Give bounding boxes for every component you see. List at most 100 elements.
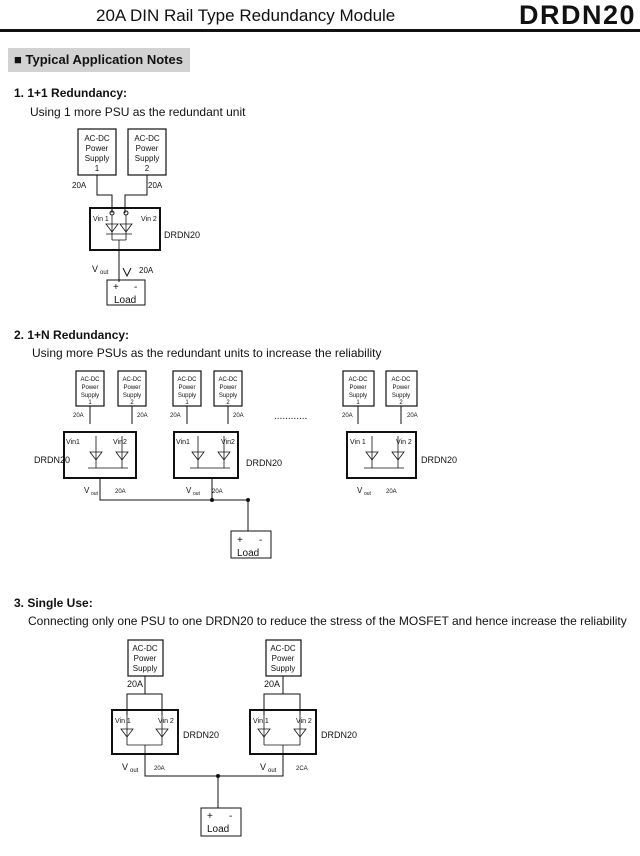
module-1-current: 20A <box>139 266 154 275</box>
svg-text:20A: 20A <box>386 489 397 495</box>
svg-text:AC-DC: AC-DC <box>349 377 369 383</box>
svg-text:-: - <box>259 535 262 546</box>
svg-text:20A: 20A <box>233 413 244 419</box>
svg-text:2: 2 <box>399 400 403 406</box>
svg-text:AC-DC: AC-DC <box>134 134 160 143</box>
svg-text:V: V <box>260 762 266 772</box>
svg-text:1: 1 <box>185 400 189 406</box>
svg-text:-: - <box>134 282 137 293</box>
load-box-2: + - Load <box>230 530 272 559</box>
svg-text:1: 1 <box>95 164 100 173</box>
svg-text:DRDN20: DRDN20 <box>34 455 70 465</box>
svg-text:+: + <box>237 535 243 546</box>
svg-text:Supply: Supply <box>178 393 196 399</box>
svg-text:V: V <box>122 762 128 772</box>
svg-text:DRDN20: DRDN20 <box>246 458 282 468</box>
svg-text:20A: 20A <box>212 489 223 495</box>
load-box-1: + - Load <box>106 279 146 306</box>
header-rule <box>0 29 640 32</box>
svg-text:Supply: Supply <box>123 393 141 399</box>
svg-text:DRDN20: DRDN20 <box>183 730 219 740</box>
module-1-vout: V <box>92 264 98 274</box>
svg-text:out: out <box>268 768 277 774</box>
svg-text:Supply: Supply <box>271 664 295 673</box>
psu-2-current: 20A <box>148 181 163 190</box>
svg-text:Power: Power <box>136 144 159 153</box>
more-units-ellipsis: ............ <box>274 411 307 422</box>
svg-text:Load: Load <box>114 295 136 306</box>
svg-text:20A: 20A <box>170 413 181 419</box>
load-box-3: + - Load <box>200 807 242 837</box>
square-bullet-icon: ■ <box>14 52 22 67</box>
module-1-label: DRDN20 <box>164 230 200 240</box>
model-number: DRDN20 <box>518 0 636 30</box>
svg-text:Vin 1: Vin 1 <box>253 718 269 725</box>
svg-text:Supply: Supply <box>85 154 109 163</box>
svg-text:20A: 20A <box>407 413 418 419</box>
item-1-heading: 1. 1+1 Redundancy: <box>14 86 128 100</box>
svg-text:Power: Power <box>81 385 98 391</box>
svg-text:out: out <box>193 491 201 497</box>
svg-text:Vin1: Vin1 <box>66 439 80 446</box>
svg-text:Vin 1: Vin 1 <box>93 216 109 223</box>
single-unit-right: AC-DC Power Supply 20A Vin 1 Vin 2 DRDN2… <box>249 639 357 774</box>
svg-text:Power: Power <box>392 385 409 391</box>
svg-text:out: out <box>364 491 372 497</box>
svg-text:20A: 20A <box>115 489 126 495</box>
datasheet-title: 20A DIN Rail Type Redundancy Module <box>96 6 396 25</box>
svg-text:AC-DC: AC-DC <box>84 134 110 143</box>
svg-text:20A: 20A <box>137 413 148 419</box>
svg-text:V: V <box>186 486 192 495</box>
svg-text:2: 2 <box>130 400 134 406</box>
svg-text:Vin 2: Vin 2 <box>158 718 174 725</box>
svg-text:Power: Power <box>349 385 366 391</box>
svg-text:Supply: Supply <box>81 393 99 399</box>
svg-text:Vin 1: Vin 1 <box>350 439 366 446</box>
svg-text:AC-DC: AC-DC <box>132 644 158 653</box>
svg-text:Power: Power <box>86 144 109 153</box>
svg-text:20A: 20A <box>264 679 280 689</box>
svg-text:Power: Power <box>272 654 295 663</box>
svg-text:Supply: Supply <box>133 664 157 673</box>
svg-text:20A: 20A <box>342 413 353 419</box>
svg-text:Power: Power <box>219 385 236 391</box>
svg-text:AC-DC: AC-DC <box>178 377 198 383</box>
svg-text:20A: 20A <box>127 679 143 689</box>
svg-text:20A: 20A <box>73 413 84 419</box>
svg-text:DRDN20: DRDN20 <box>321 730 357 740</box>
svg-text:Power: Power <box>178 385 195 391</box>
svg-text:V: V <box>357 486 363 495</box>
section-heading-bar <box>8 48 190 72</box>
svg-text:Supply: Supply <box>219 393 237 399</box>
svg-text:1: 1 <box>356 400 360 406</box>
svg-text:AC-DC: AC-DC <box>392 377 412 383</box>
svg-text:Vin1: Vin1 <box>176 439 190 446</box>
item-2-heading: 2. 1+N Redundancy: <box>14 328 130 342</box>
redundancy-module-1: Vin 1 Vin 2 <box>89 207 161 251</box>
svg-text:2: 2 <box>145 164 150 173</box>
single-unit-left: AC-DC Power Supply 20A Vin 1 Vin 2 DRDN2… <box>111 639 219 774</box>
svg-text:Vin 2: Vin 2 <box>396 439 412 446</box>
psu-pair-b: AC-DC Power Supply 1 AC-DC Power Supply … <box>170 370 282 497</box>
svg-text:+: + <box>207 811 213 822</box>
svg-text:out: out <box>91 491 99 497</box>
svg-text:20A: 20A <box>154 766 165 772</box>
psu-pair-n: AC-DC Power Supply 1 AC-DC Power Supply … <box>342 370 457 497</box>
svg-text:Vin 1: Vin 1 <box>115 718 131 725</box>
psu-pair-a: AC-DC Power Supply 1 AC-DC Power Supply … <box>34 370 148 497</box>
svg-text:AC-DC: AC-DC <box>219 377 239 383</box>
svg-text:V: V <box>84 486 90 495</box>
item-2-description: Using more PSUs as the redundant units t… <box>32 346 382 360</box>
svg-text:Power: Power <box>134 654 157 663</box>
section-title-text: Typical Application Notes <box>25 52 183 67</box>
svg-text:1: 1 <box>88 400 92 406</box>
svg-text:Supply: Supply <box>392 393 410 399</box>
svg-text:2CA: 2CA <box>296 766 308 772</box>
svg-text:AC-DC: AC-DC <box>270 644 296 653</box>
svg-text:-: - <box>229 811 232 822</box>
section-title: ■ Typical Application Notes <box>14 52 183 67</box>
svg-text:AC-DC: AC-DC <box>81 377 101 383</box>
